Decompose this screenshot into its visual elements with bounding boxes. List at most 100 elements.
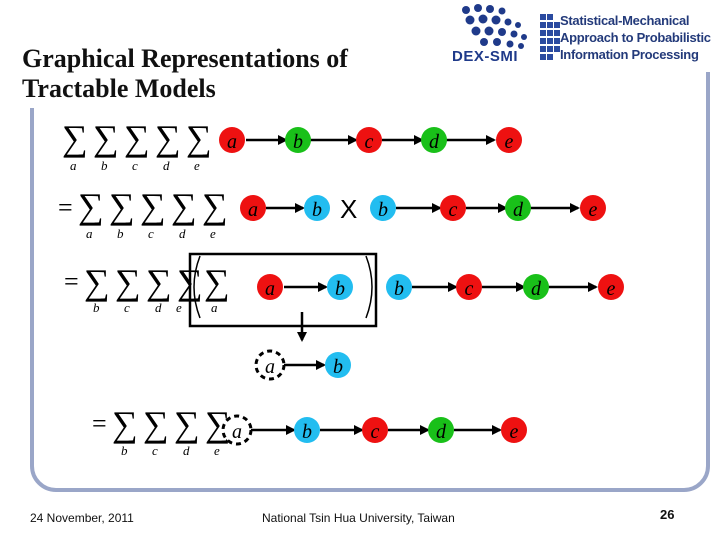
svg-text:e: e xyxy=(607,278,616,300)
node-r4-b: b xyxy=(325,352,351,378)
node-r3-d: d xyxy=(523,274,549,300)
sum-index: c xyxy=(152,443,158,458)
project-line-1: Statistical-Mechanical xyxy=(560,13,690,28)
logo-bar xyxy=(440,0,720,72)
node-r5-b: b xyxy=(294,417,320,443)
svg-text:c: c xyxy=(449,199,458,221)
node-r4-a-dashed: a xyxy=(254,349,286,381)
equals-sign: = xyxy=(92,409,107,438)
svg-text:c: c xyxy=(371,421,380,443)
svg-text:e: e xyxy=(589,199,598,221)
dex-smi-label: DEX-SMI xyxy=(452,48,519,65)
right-paren xyxy=(365,255,373,319)
svg-text:∑: ∑ xyxy=(84,262,110,302)
svg-text:a: a xyxy=(265,278,275,300)
node-r2-a: a xyxy=(240,195,266,221)
node-r5-e: e xyxy=(501,417,527,443)
marginalization-box xyxy=(188,252,378,328)
times-sign: X xyxy=(340,194,357,224)
project-line-3: Information Processing xyxy=(560,47,699,62)
sum-index: d xyxy=(183,443,190,458)
svg-text:∑: ∑ xyxy=(186,118,212,158)
svg-text:∑: ∑ xyxy=(112,404,138,444)
sum-index: c xyxy=(148,226,154,241)
node-r3-b: b xyxy=(327,274,353,300)
svg-text:c: c xyxy=(365,131,374,153)
nodes: a b c d e a b b c d e a b b c d e a b a … xyxy=(219,127,624,446)
equals-sign: = xyxy=(64,267,79,296)
node-r2-b2: b xyxy=(370,195,396,221)
project-logo-blocks xyxy=(540,14,560,60)
sum-row-1: ∑ ∑ ∑ ∑ ∑ a b c d e xyxy=(62,118,212,173)
svg-text:∑: ∑ xyxy=(115,262,141,302)
equals-sign: = xyxy=(58,193,73,222)
node-r1-d: d xyxy=(421,127,447,153)
sum-index: b xyxy=(121,443,128,458)
page-number: 26 xyxy=(660,507,675,522)
svg-text:b: b xyxy=(378,199,388,221)
svg-text:∑: ∑ xyxy=(140,186,166,226)
sum-index: d xyxy=(155,300,162,315)
svg-text:∑: ∑ xyxy=(109,186,135,226)
project-title: Statistical-Mechanical Approach to Proba… xyxy=(560,12,711,63)
sum-index: a xyxy=(70,158,77,173)
svg-text:∑: ∑ xyxy=(204,262,230,302)
sum-row-3: = ∑ ∑ ∑ ∑ b c d e ∑ a xyxy=(64,255,373,319)
svg-text:b: b xyxy=(333,356,343,378)
sum-index: d xyxy=(179,226,186,241)
svg-text:∑: ∑ xyxy=(62,118,88,158)
svg-text:d: d xyxy=(429,131,440,153)
svg-text:∑: ∑ xyxy=(202,186,228,226)
svg-text:d: d xyxy=(513,199,524,221)
title-backdrop xyxy=(0,38,440,108)
sum-index: a xyxy=(211,300,218,315)
project-line-2: Approach to Probabilistic xyxy=(560,30,711,45)
svg-text:∑: ∑ xyxy=(174,404,200,444)
footer-institution: National Tsin Hua University, Taiwan xyxy=(262,511,455,525)
svg-text:∑: ∑ xyxy=(146,262,172,302)
sum-index: b xyxy=(93,300,100,315)
footer-date: 24 November, 2011 xyxy=(30,511,134,525)
svg-text:a: a xyxy=(232,421,242,443)
svg-text:e: e xyxy=(510,421,519,443)
sum-index: e xyxy=(194,158,200,173)
node-r3-b2: b xyxy=(386,274,412,300)
slide-title: Graphical Representations of Tractable M… xyxy=(22,44,348,103)
sum-row-2: = ∑ ∑ ∑ ∑ ∑ a b c d e X xyxy=(58,186,357,241)
dex-smi-logo-dots xyxy=(462,4,527,49)
left-paren xyxy=(193,255,201,319)
svg-text:∑: ∑ xyxy=(78,186,104,226)
svg-text:∑: ∑ xyxy=(155,118,181,158)
svg-text:b: b xyxy=(293,131,303,153)
sum-index: c xyxy=(124,300,130,315)
svg-text:∑: ∑ xyxy=(171,186,197,226)
node-r1-a: a xyxy=(219,127,245,153)
sum-index: b xyxy=(117,226,124,241)
sum-row-5: = ∑ ∑ ∑ ∑ b c d e xyxy=(92,404,231,458)
svg-text:b: b xyxy=(335,278,345,300)
svg-text:a: a xyxy=(265,356,275,378)
node-r2-e: e xyxy=(580,195,606,221)
node-r2-d: d xyxy=(505,195,531,221)
sum-index: c xyxy=(132,158,138,173)
svg-text:∑: ∑ xyxy=(124,118,150,158)
node-r2-c: c xyxy=(440,195,466,221)
node-r3-c: c xyxy=(456,274,482,300)
sum-index: d xyxy=(163,158,170,173)
svg-text:a: a xyxy=(227,131,237,153)
node-r1-e: e xyxy=(496,127,522,153)
svg-text:c: c xyxy=(465,278,474,300)
node-r5-a-dashed: a xyxy=(221,414,253,446)
svg-text:b: b xyxy=(312,199,322,221)
sum-index: e xyxy=(214,443,220,458)
svg-text:e: e xyxy=(505,131,514,153)
svg-text:b: b xyxy=(302,421,312,443)
node-r3-e: e xyxy=(598,274,624,300)
sum-index: b xyxy=(101,158,108,173)
sum-index: e xyxy=(176,300,182,315)
svg-text:a: a xyxy=(248,199,258,221)
svg-text:d: d xyxy=(531,278,542,300)
node-r2-b: b xyxy=(304,195,330,221)
edges xyxy=(246,135,598,435)
